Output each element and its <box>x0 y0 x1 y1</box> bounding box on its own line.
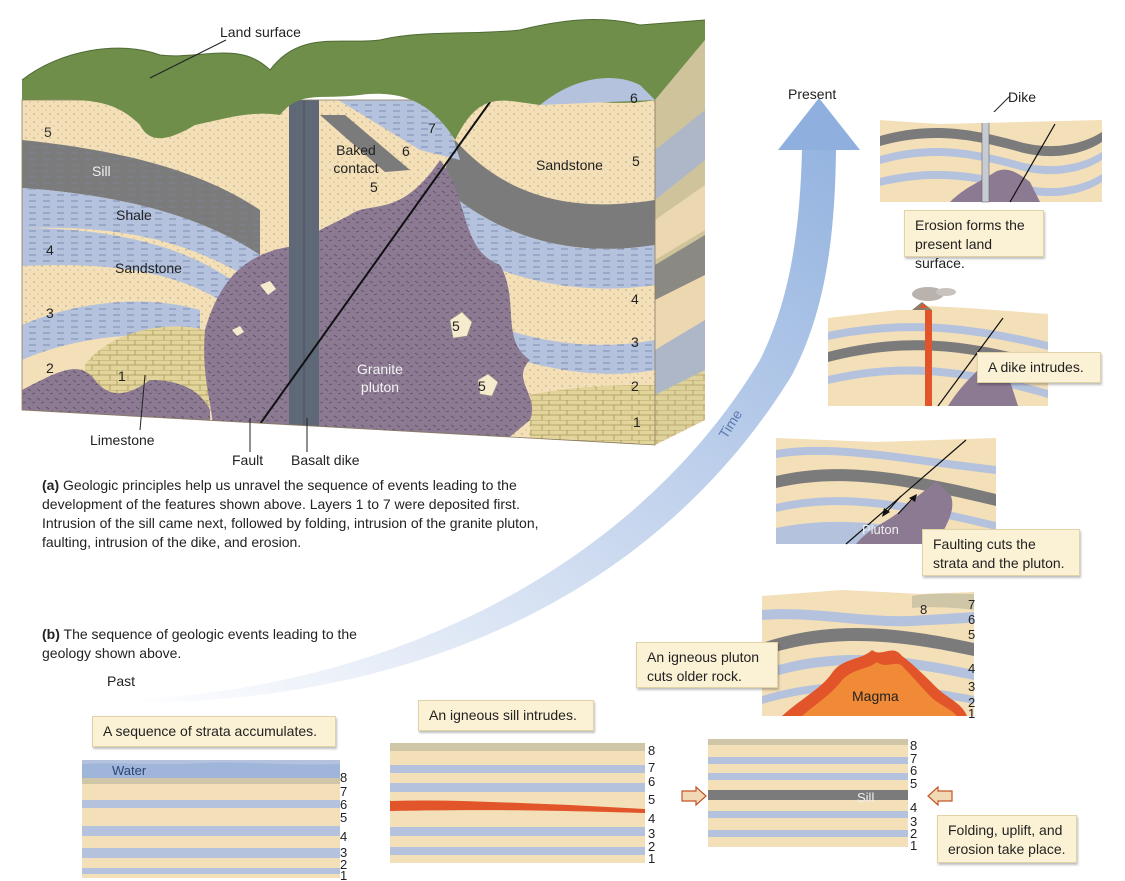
folding-n7: 7 <box>910 751 918 766</box>
folding-n4: 4 <box>910 800 918 815</box>
left-compression-arrow <box>681 785 707 807</box>
sill-n8: 8 <box>648 743 656 758</box>
label-present: Present <box>788 86 837 102</box>
label-right-2: 2 <box>631 378 639 394</box>
label-shale: Shale <box>116 207 152 223</box>
panel-dike-intrudes <box>828 287 1048 407</box>
caption-a-letter: (a) <box>42 477 60 493</box>
caption-box-sill: An igneous sill intrudes. <box>418 700 594 731</box>
label-baked-contact: Baked contact <box>333 142 379 176</box>
label-limestone: Limestone <box>90 432 155 448</box>
caption-box-erosion: Erosion forms the present land surface. <box>904 210 1044 271</box>
label-sandstone-right: Sandstone <box>536 157 603 173</box>
caption-b: (b) The sequence of geologic events lead… <box>42 625 372 663</box>
sill-n1: 1 <box>648 851 656 866</box>
caption-b-text: The sequence of geologic events leading … <box>42 626 357 661</box>
label-land-surface: Land surface <box>220 24 301 40</box>
strata-n1: 1 <box>340 868 348 881</box>
panel-erosion <box>880 112 1102 203</box>
panel-sill <box>390 743 645 863</box>
caption-box-faulting: Faulting cuts the strata and the pluton. <box>922 529 1080 576</box>
label-basalt-dike: Basalt dike <box>291 452 360 468</box>
strata-n4: 4 <box>340 829 348 844</box>
label-sill: Sill <box>92 163 111 179</box>
panel-pluton <box>762 590 974 716</box>
label-mid-7: 7 <box>428 120 436 136</box>
folding-n1: 1 <box>910 838 918 853</box>
caption-a-text: Geologic principles help us unravel the … <box>42 477 539 550</box>
strata-n2: 2 <box>340 857 348 872</box>
pluton-n1: 1 <box>968 706 976 721</box>
label-right-6: 6 <box>630 90 638 106</box>
pluton-n3: 3 <box>968 679 976 694</box>
caption-box-pluton: An igneous pluton cuts older rock. <box>636 642 778 688</box>
label-granite-pluton: Granite pluton <box>357 361 403 395</box>
sill-n6: 6 <box>648 774 656 789</box>
label-left-3: 3 <box>46 305 54 321</box>
block-front-face <box>22 100 655 445</box>
panel-strata <box>82 760 340 878</box>
dike-conduit <box>925 310 932 406</box>
fault-arrow-up <box>897 497 914 515</box>
right-compression-arrow <box>927 785 953 807</box>
dike-vertical <box>981 117 990 203</box>
caption-box-folding: Folding, uplift, and erosion take place. <box>937 815 1077 863</box>
label-fault: Fault <box>232 452 264 468</box>
strata-water: Water <box>112 763 147 778</box>
label-inclusion-5a: 5 <box>452 318 460 334</box>
label-past: Past <box>107 673 136 689</box>
label-right-3: 3 <box>631 334 639 350</box>
caption-b-letter: (b) <box>42 626 60 642</box>
caption-a: (a) Geologic principles help us unravel … <box>42 476 542 552</box>
faulting-pluton-label: Pluton <box>862 522 899 537</box>
sill-n2: 2 <box>648 839 656 854</box>
label-left-4: 4 <box>46 242 54 258</box>
folding-sill-label: Sill <box>857 790 875 805</box>
pluton-n7: 7 <box>968 597 976 612</box>
fault-line <box>845 439 967 545</box>
sill-n7: 7 <box>648 760 656 775</box>
label-mid-6: 6 <box>402 143 410 159</box>
pluton-magma: Magma <box>852 688 899 704</box>
label-right-5: 5 <box>632 153 640 169</box>
erosion-dike-label: Dike <box>1008 89 1037 105</box>
strata-n6: 6 <box>340 797 348 812</box>
strata-n3: 3 <box>340 845 348 860</box>
label-inclusion-5b: 5 <box>478 378 486 394</box>
folding-n8: 8 <box>910 738 918 753</box>
folding-n6: 6 <box>910 763 918 778</box>
pluton-n4: 4 <box>968 661 976 676</box>
sill-n5: 5 <box>648 792 656 807</box>
label-sandstone-left: Sandstone <box>115 260 182 276</box>
label-right-1: 1 <box>633 414 641 430</box>
label-mid-5: 5 <box>370 179 378 195</box>
strata-n5: 5 <box>340 810 348 825</box>
label-left-5: 5 <box>44 124 52 140</box>
pluton-top-8: 8 <box>920 602 928 617</box>
folding-n2: 2 <box>910 826 918 841</box>
caption-box-strata: A sequence of strata accumulates. <box>92 716 336 747</box>
sill-n4: 4 <box>648 811 656 826</box>
strata-n7: 7 <box>340 784 348 799</box>
caption-box-dike-intrudes: A dike intrudes. <box>977 352 1101 383</box>
label-left-2: 2 <box>46 360 54 376</box>
pluton-n6: 6 <box>968 612 976 627</box>
fault-arrow-down <box>885 495 902 514</box>
land-surface-top <box>22 19 705 140</box>
strata-n8: 8 <box>340 770 348 785</box>
folding-n5: 5 <box>910 776 918 791</box>
pluton-n2: 2 <box>968 695 976 710</box>
sill-n3: 3 <box>648 826 656 841</box>
label-right-4: 4 <box>631 291 639 307</box>
panel-folding <box>681 739 953 847</box>
label-left-1: 1 <box>118 368 126 384</box>
folding-n3: 3 <box>910 814 918 829</box>
pluton-n5: 5 <box>968 627 976 642</box>
